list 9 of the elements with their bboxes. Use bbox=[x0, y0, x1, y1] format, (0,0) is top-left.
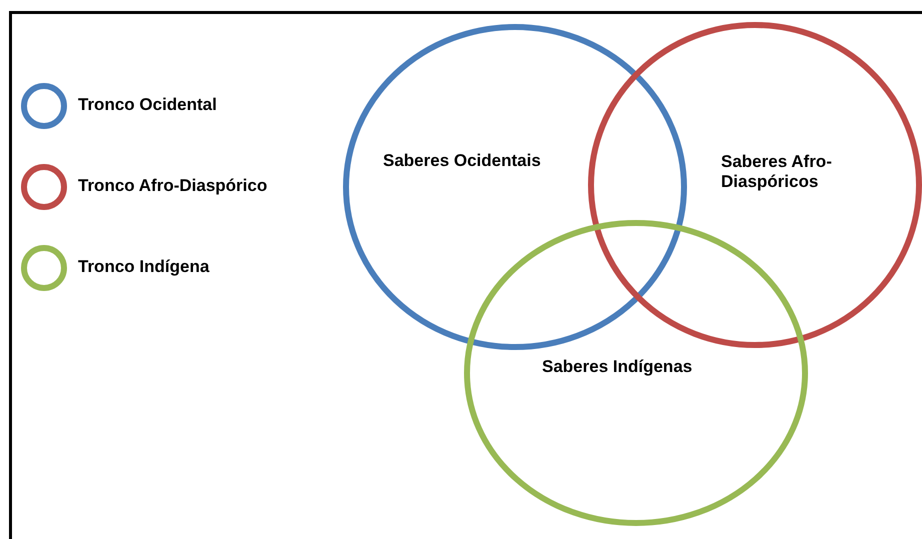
legend-label: Tronco Ocidental bbox=[78, 95, 217, 115]
circle-label: Saberes Afro-Diaspóricos bbox=[721, 152, 833, 192]
legend-label: Tronco Afro-Diaspórico bbox=[78, 176, 268, 196]
circle-label: Saberes Indígenas bbox=[542, 357, 694, 377]
circle-label: Saberes Ocidentais bbox=[383, 151, 542, 171]
venn-circle bbox=[343, 24, 687, 350]
legend-label: Tronco Indígena bbox=[78, 257, 210, 277]
venn-circle bbox=[464, 220, 808, 526]
venn-circle bbox=[588, 22, 922, 348]
